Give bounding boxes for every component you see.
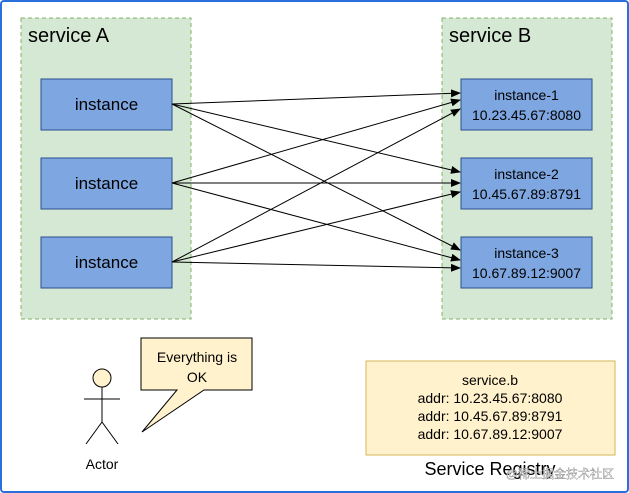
- arrow-a3-b3: [171, 261, 461, 272]
- arrow-a2-b3: [171, 182, 461, 262]
- service-registry: service.b addr: 10.23.45.67:8080 addr: 1…: [365, 360, 616, 479]
- service-b-group: service B instance-1 10.23.45.67:8080 in…: [441, 17, 613, 320]
- connection-arrows: [171, 89, 461, 272]
- instance-address: 10.23.45.67:8080: [472, 107, 581, 123]
- arrow-a3-b2: [171, 190, 461, 263]
- registry-box: [365, 360, 616, 456]
- arrow-a1-b2: [171, 103, 461, 174]
- instance-name: instance-2: [494, 166, 559, 182]
- service-b-instance-3[interactable]: instance-3 10.67.89.12:9007: [460, 236, 593, 289]
- instance-label: instance: [75, 95, 138, 114]
- arrow-a3-b1: [171, 108, 461, 263]
- speech-text-line2: OK: [187, 369, 208, 385]
- registry-entry: addr: 10.67.89.12:9007: [418, 426, 563, 442]
- arrow-a2-b1: [171, 98, 461, 184]
- actor-icon: [84, 368, 120, 445]
- registry-service-name: service.b: [462, 372, 518, 388]
- instance-address: 10.45.67.89:8791: [472, 186, 581, 202]
- speech-callout: Everything is OK: [140, 337, 253, 433]
- instance-label: instance: [75, 174, 138, 193]
- service-a-instance[interactable]: instance: [40, 157, 173, 210]
- registry-entry: addr: 10.23.45.67:8080: [418, 390, 563, 406]
- instance-address: 10.67.89.12:9007: [472, 265, 581, 281]
- service-b-instance-1[interactable]: instance-1 10.23.45.67:8080: [460, 78, 593, 131]
- instance-name: instance-1: [494, 87, 559, 103]
- speech-text-line1: Everything is: [157, 349, 237, 365]
- service-b-instance-2[interactable]: instance-2 10.45.67.89:8791: [460, 157, 593, 210]
- service-b-title: service B: [449, 25, 531, 47]
- arrow-a1-b1: [171, 89, 461, 105]
- service-a-title: service A: [28, 25, 110, 47]
- instance-label: instance: [75, 253, 138, 272]
- registry-label: Service Registry: [424, 459, 555, 479]
- instance-name: instance-3: [494, 245, 559, 261]
- arrow-a1-b3: [171, 103, 461, 251]
- service-a-instance[interactable]: instance: [40, 236, 173, 289]
- registry-entry: addr: 10.45.67.89:8791: [418, 408, 563, 424]
- service-a-group: service A instance instance instance: [20, 17, 192, 320]
- actor-label: Actor: [86, 456, 119, 472]
- service-a-instance[interactable]: instance: [40, 78, 173, 131]
- site-watermark: @稀土掘金技术社区: [506, 466, 614, 481]
